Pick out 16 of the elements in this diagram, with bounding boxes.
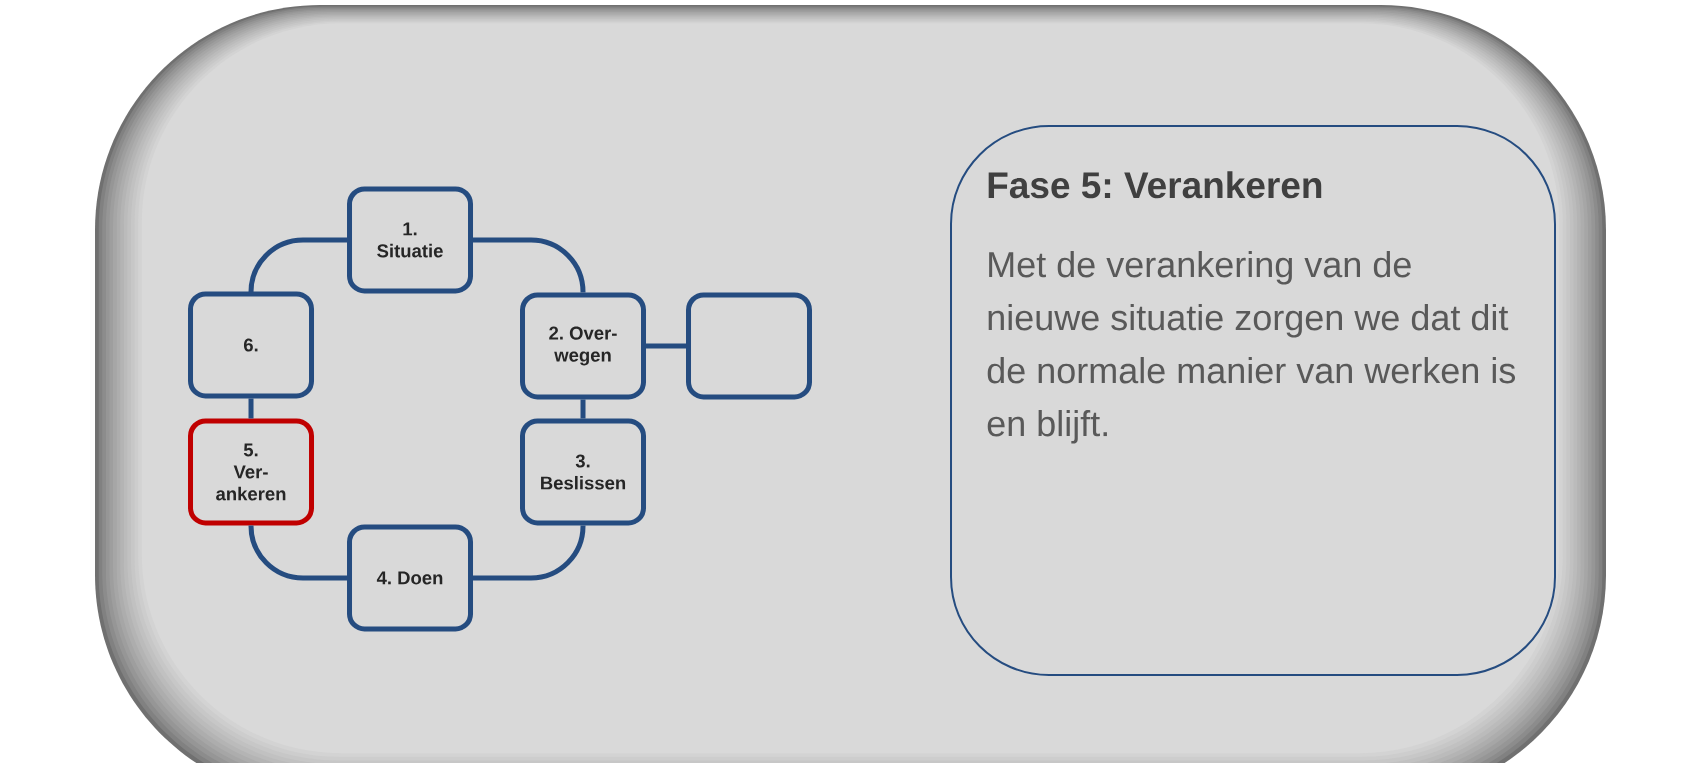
connector-line (473, 237, 586, 295)
step-box: 6. (188, 291, 314, 399)
step-box: 2. Over- wegen (520, 292, 646, 400)
connector-line (473, 523, 586, 581)
connector-line (248, 237, 347, 295)
panel-heading: Fase 5: Verankeren (988, 171, 1322, 199)
step-box: 3. Beslissen (520, 418, 646, 526)
panel-text: Met de verankering van de nieuwe situatie zorgen we dat dit de normale manier van werken is en blijft. (987, 251, 1516, 444)
empty-box (686, 292, 812, 400)
step-box: 4. Doen (347, 524, 473, 632)
connector-line (248, 523, 347, 581)
step-box: 5. Ver- ankeren (188, 418, 314, 526)
connector-line (580, 399, 586, 419)
connector-line (248, 398, 254, 419)
step-box: 1. Situatie (347, 186, 473, 294)
connector-line (646, 343, 686, 349)
